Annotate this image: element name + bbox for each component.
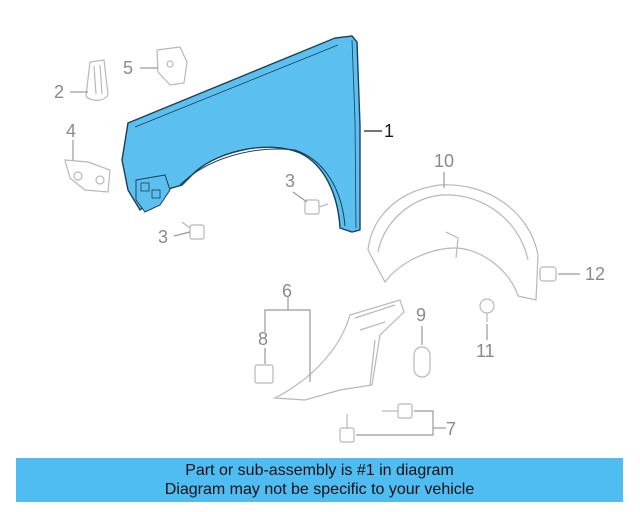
part-2-bracket[interactable] [85,59,109,101]
callout-7[interactable]: 7 [446,419,457,439]
part-10-wheel-liner[interactable] [367,184,539,301]
banner-line-1: Part or sub-assembly is #1 in diagram [185,462,454,479]
parts-diagram [64,35,580,443]
banner-line-2: Diagram may not be specific to your vehi… [164,481,475,498]
callout-10[interactable]: 10 [434,151,455,171]
fender-part-1[interactable] [121,35,361,233]
part-5-bracket[interactable] [156,46,188,86]
part-7-bolt-upper[interactable] [382,403,413,419]
part-3-bolt-upper[interactable] [304,199,329,215]
callout-4[interactable]: 4 [66,121,77,141]
part-8-nut[interactable] [254,364,274,384]
leader-3b [173,231,191,237]
callout-1[interactable]: 1 [384,121,395,141]
part-6-splash-shield[interactable] [272,299,405,401]
callout-5[interactable]: 5 [123,58,134,78]
leader-7 [356,410,434,436]
part-4-bracket[interactable] [64,159,111,193]
callout-3-upper[interactable]: 3 [285,171,296,191]
callout-11[interactable]: 11 [476,341,495,361]
callout-3-lower[interactable]: 3 [158,227,169,247]
callout-6[interactable]: 6 [282,281,293,301]
part-3-bolt-lower[interactable] [181,221,205,240]
part-11-screw[interactable] [479,298,495,322]
part-9-seal[interactable] [413,346,431,378]
part-12-clip[interactable] [539,266,557,282]
callout-12[interactable]: 12 [585,264,606,284]
info-banner: Part or sub-assembly is #1 in diagram Di… [16,458,623,502]
part-7-bolt-lower[interactable] [339,414,355,443]
callout-2[interactable]: 2 [54,82,65,102]
callout-8[interactable]: 8 [258,329,269,349]
callout-9[interactable]: 9 [416,305,427,325]
leader-3a [292,191,308,203]
